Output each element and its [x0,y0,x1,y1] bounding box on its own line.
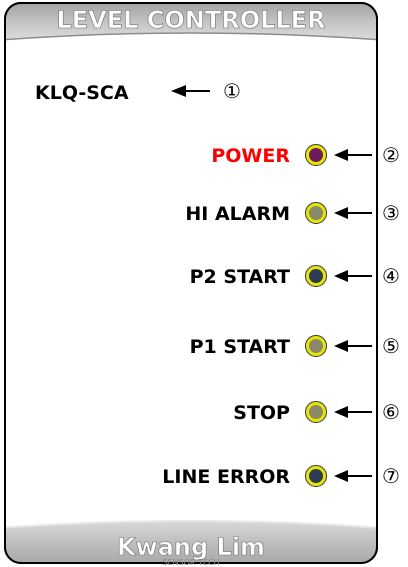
indicator-arrow-icon [334,270,372,282]
indicator-label: P1 START [190,336,290,358]
indicator-label: STOP [233,402,290,424]
indicator-label: POWER [211,145,290,167]
indicator-marker: ⑤ [382,334,400,358]
indicator-led-outline [305,335,327,357]
indicator-row: HI ALARM ③ [185,201,400,225]
indicator-led-icon [306,402,326,422]
indicator-led-outline [305,202,327,224]
footer-subtitle: SENSOR TECH [162,558,219,567]
indicator-label: HI ALARM [185,203,290,225]
model-arrow-icon [171,85,210,97]
header-band [5,3,377,40]
indicator-row: P1 START ⑤ [190,334,400,358]
indicator-row: STOP ⑥ [233,400,400,424]
indicator-marker: ③ [382,201,400,225]
indicator-marker: ⑦ [382,464,400,488]
indicator-led-icon [306,203,326,223]
indicator-label: LINE ERROR [162,466,290,488]
indicator-arrow-icon [334,207,372,219]
indicator-label: P2 START [190,266,290,288]
indicator-arrow-icon [334,406,372,418]
indicator-led-icon [306,266,326,286]
indicator-led-outline [305,465,327,487]
indicator-arrow-icon [334,340,372,352]
indicator-led-outline [305,401,327,423]
model-marker: ① [223,79,241,103]
indicator-led-outline [305,265,327,287]
indicator-led-outline [305,144,327,166]
indicator-marker: ④ [382,264,400,288]
footer-brand: Kwang Lim [117,533,265,561]
indicator-led-icon [306,145,326,165]
indicator-marker: ② [382,143,400,167]
indicator-row: P2 START ④ [190,264,400,288]
indicator-row: LINE ERROR ⑦ [162,464,400,488]
indicator-arrow-icon [334,470,372,482]
indicator-marker: ⑥ [382,400,400,424]
indicator-led-icon [306,336,326,356]
indicator-list: POWER ② HI ALARM ③ P2 START ④ P1 START ⑤ STOP ⑥ LI… [162,143,400,488]
header-title: LEVEL CONTROLLER [56,6,325,34]
indicator-led-icon [306,466,326,486]
model-name: KLQ-SCA [35,82,129,104]
indicator-row: POWER ② [211,143,400,167]
indicator-arrow-icon [334,149,372,161]
footer-band [5,521,377,563]
